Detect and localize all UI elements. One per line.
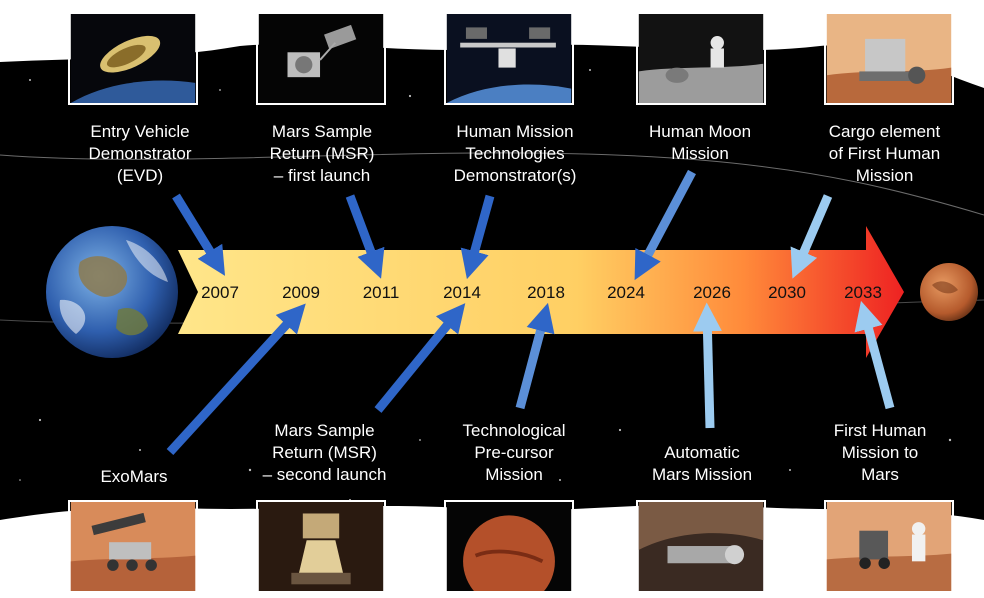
mars-spacecraft-thumbnail <box>636 500 766 593</box>
msr-lander-thumbnail <box>256 500 386 593</box>
pointer-arrow-moon <box>634 169 696 281</box>
msr-orbiter-thumbnail <box>256 12 386 105</box>
pointer-arrow-human-tech <box>460 194 495 280</box>
astronaut-rover-thumbnail <box>824 500 954 593</box>
moon-astronaut-thumbnail <box>636 12 766 105</box>
pointer-arrow-msr-second <box>374 303 466 413</box>
earth-planet <box>46 226 178 358</box>
milestone-label-exomars: ExoMars <box>100 467 168 486</box>
pointer-arrow-automatic <box>693 302 722 429</box>
orbit-line <box>0 152 984 216</box>
pointer-arrow-cargo <box>790 194 833 279</box>
pointer-arrow-msr-first <box>345 194 385 279</box>
year-label: 2026 <box>693 283 731 302</box>
year-label: 2033 <box>844 283 882 302</box>
year-label: 2011 <box>362 283 400 302</box>
year-label: 2030 <box>768 283 806 302</box>
year-label: 2014 <box>443 283 481 302</box>
year-label: 2018 <box>527 283 565 302</box>
pointer-arrow-precursor <box>515 302 555 410</box>
mars-globe-thumbnail <box>444 500 574 593</box>
year-label: 2009 <box>282 283 320 302</box>
mars-planet <box>920 263 978 321</box>
space-station-thumbnail <box>444 12 574 105</box>
pointer-arrow-first-human <box>854 300 895 410</box>
pointer-arrow-evd <box>172 193 226 276</box>
pointer-arrow-exomars <box>166 303 306 456</box>
capsule-thumbnail <box>68 12 198 105</box>
year-label: 2024 <box>607 283 645 302</box>
year-label: 2007 <box>201 283 239 302</box>
exomars-rover-thumbnail <box>68 500 198 593</box>
mars-habitat-thumbnail <box>824 12 954 105</box>
